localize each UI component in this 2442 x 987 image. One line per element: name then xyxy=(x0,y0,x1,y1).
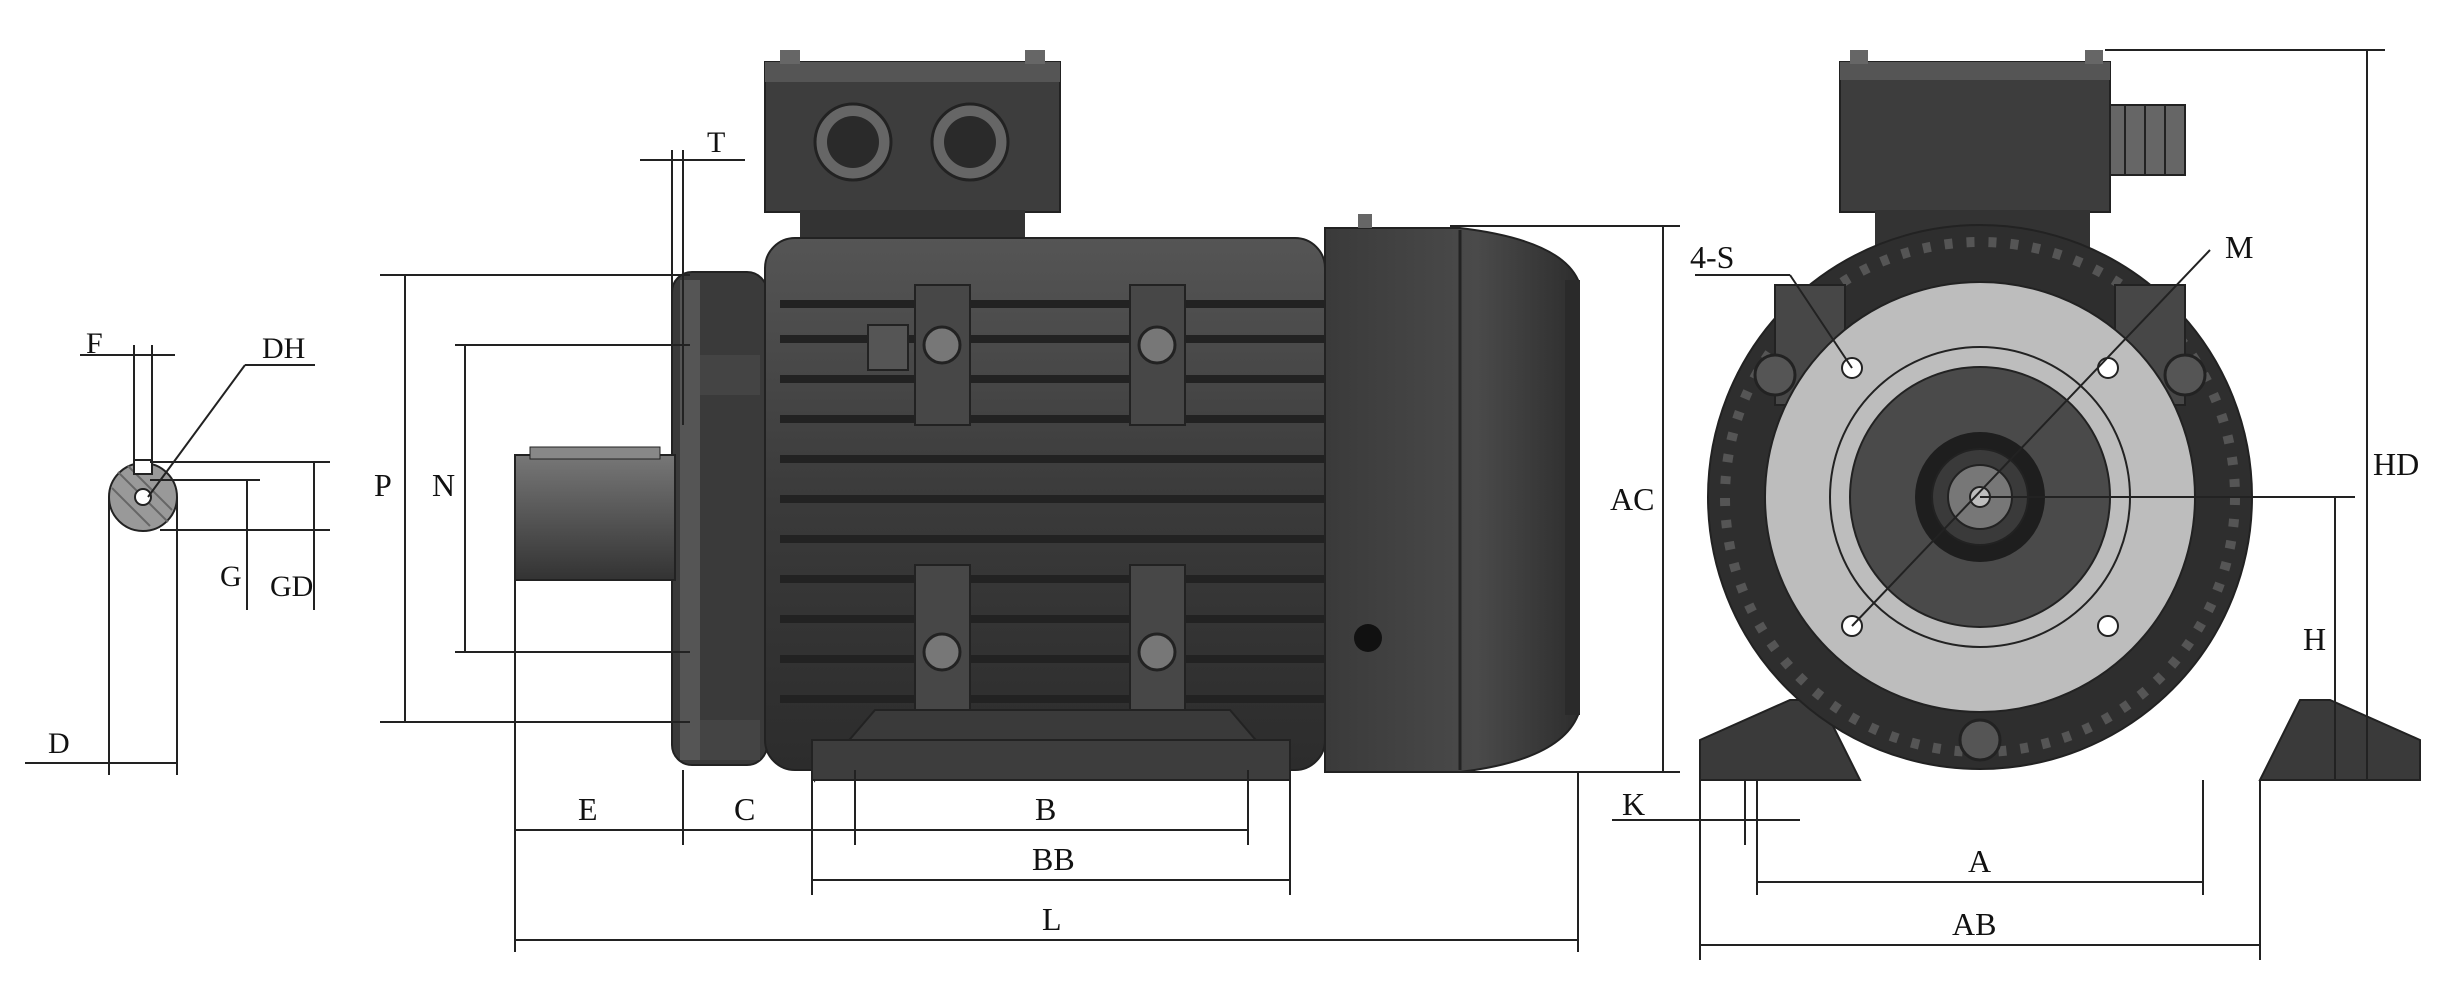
stator-body xyxy=(764,237,1326,771)
fan-cover xyxy=(1324,227,1579,773)
label-hd: HD xyxy=(2373,446,2419,482)
label-n: N xyxy=(432,467,455,503)
label-c: C xyxy=(734,791,755,827)
label-ac: AC xyxy=(1610,481,1654,517)
label-dh: DH xyxy=(262,332,305,365)
end-foot-right xyxy=(2258,699,2421,781)
end-foot-left xyxy=(1699,699,1862,781)
label-gd: GD xyxy=(270,570,313,603)
label-h: H xyxy=(2303,621,2326,657)
label-t: T xyxy=(707,126,725,159)
nameplate xyxy=(867,324,909,371)
bolt-hole xyxy=(2097,615,2119,637)
end-cable-gland xyxy=(2109,104,2186,176)
label-b: B xyxy=(1035,791,1056,827)
motor-side-view: T P N AC E C B BB xyxy=(374,50,1680,952)
shaft xyxy=(514,454,676,581)
label-f: F xyxy=(86,327,103,360)
label-d: D xyxy=(48,727,70,760)
label-ab: AB xyxy=(1952,906,1996,942)
motor-end-view: M 4-S HD H K A AB xyxy=(1612,49,2421,960)
label-k: K xyxy=(1622,786,1645,822)
bolt-hole xyxy=(2097,357,2119,379)
label-p: P xyxy=(374,467,392,503)
terminal-box xyxy=(764,61,1061,213)
label-g: G xyxy=(220,560,242,593)
keyway xyxy=(133,459,153,475)
label-e: E xyxy=(578,791,598,827)
label-bb: BB xyxy=(1032,841,1075,877)
label-4s: 4-S xyxy=(1690,239,1734,275)
shaft-key xyxy=(529,446,661,460)
label-a: A xyxy=(1968,843,1991,879)
center-hole xyxy=(134,488,152,506)
label-m: M xyxy=(2225,229,2253,265)
cooling-fins xyxy=(780,300,1325,703)
label-l: L xyxy=(1042,901,1062,937)
end-terminal-box xyxy=(1839,61,2111,213)
shaft-section-view: F DH G GD D xyxy=(25,327,330,775)
